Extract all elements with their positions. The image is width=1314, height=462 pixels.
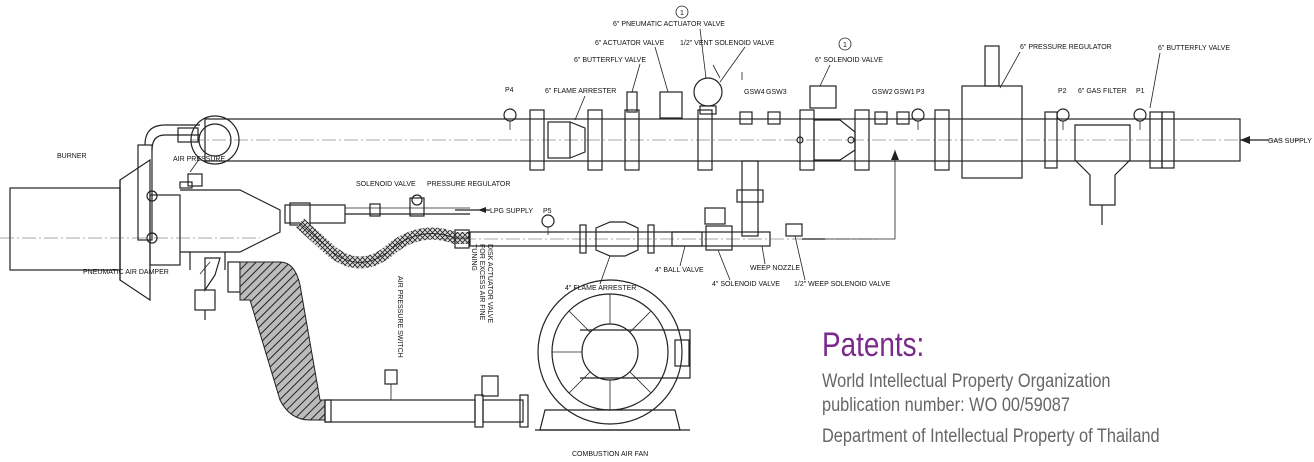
leader-lines	[189, 28, 1161, 285]
label-flame-arrester-4: 4" FLAME ARRESTER	[565, 285, 636, 292]
label-butterfly-valve-6-left: 6" BUTTERFLY VALVE	[574, 57, 646, 64]
lpg-line	[284, 150, 899, 269]
label-p3: P3	[916, 89, 925, 96]
combustion-air-fan	[535, 279, 691, 431]
label-weep-solenoid: 1/2" WEEP SOLENOID VALVE	[794, 281, 891, 288]
air-riser	[137, 124, 203, 244]
label-combustion-air-fan: COMBUSTION AIR FAN	[572, 451, 648, 458]
label-p1: P1	[1136, 88, 1145, 95]
label-solenoid-valve-6: 6" SOLENOID VALVE	[815, 57, 883, 64]
label-air-pressure-switch: AIR PRESSURE SWITCH	[396, 276, 403, 358]
label-solenoid-valve-4: 4" SOLENOID VALVE	[712, 281, 780, 288]
diagram-labels: BURNER AIR PRESSURE PNEUMATIC AIR DAMPER…	[57, 21, 1312, 458]
label-gsw3: GSW3	[766, 89, 787, 96]
label-disk-actuator-2: FOR EXCESS AIR FINE	[478, 244, 485, 321]
callouts: 1 1	[675, 5, 852, 51]
label-p2: P2	[1058, 88, 1067, 95]
label-pressure-regulator-lpg: PRESSURE REGULATOR	[427, 181, 510, 188]
label-pressure-regulator-6: 6" PRESSURE REGULATOR	[1020, 44, 1112, 51]
label-weep-nozzle: WEEP NOZZLE	[750, 265, 800, 272]
burner	[0, 158, 260, 302]
callout-1-label: 1	[680, 10, 684, 17]
label-ball-valve-4: 4" BALL VALVE	[655, 267, 704, 274]
pressure-gauges	[503, 108, 1147, 235]
air-duct	[239, 261, 529, 428]
label-p4: P4	[505, 87, 514, 94]
label-burner: BURNER	[57, 153, 87, 160]
label-pneumatic-actuator-6: 6" PNEUMATIC ACTUATOR VALVE	[613, 21, 725, 28]
callout-2-label: 1	[843, 42, 847, 49]
tee-down	[736, 160, 764, 237]
patent-line-2: publication number: WO 00/59087	[822, 395, 1070, 416]
label-solenoid-valve-lpg: SOLENOID VALVE	[356, 181, 416, 188]
label-flame-arrester-6: 6" FLAME ARRESTER	[545, 88, 616, 95]
label-gas-supply: GAS SUPPLY	[1268, 138, 1312, 145]
label-vent-solenoid: 1/2" VENT SOLENOID VALVE	[680, 40, 775, 47]
patents-section: Patents: World Intellectual Property Org…	[822, 326, 1314, 449]
patents-title: Patents:	[822, 326, 925, 364]
gas-filter	[1074, 124, 1131, 225]
label-disk-actuator-1: DISK ACTUATOR VALVE	[486, 244, 493, 324]
label-p5: P5	[543, 208, 552, 215]
label-gsw1: GSW1	[894, 89, 915, 96]
patent-line-3: Department of Intellectual Property of T…	[822, 426, 1160, 447]
label-gas-filter-6: 6" GAS FILTER	[1078, 88, 1127, 95]
patent-line-1: World Intellectual Property Organization	[822, 371, 1111, 392]
label-butterfly-valve-6-right: 6" BUTTERFLY VALVE	[1158, 45, 1230, 52]
label-gsw4: GSW4	[744, 89, 765, 96]
label-actuator-valve-6: 6" ACTUATOR VALVE	[595, 40, 665, 47]
label-pneumatic-air-damper: PNEUMATIC AIR DAMPER	[83, 269, 169, 276]
main-gas-line	[190, 45, 1300, 179]
main-line-actuators	[626, 64, 910, 144]
label-disk-actuator-3: TUNING	[470, 244, 477, 271]
label-gsw2: GSW2	[872, 89, 893, 96]
label-lpg-supply: LPG SUPPLY	[490, 208, 533, 215]
